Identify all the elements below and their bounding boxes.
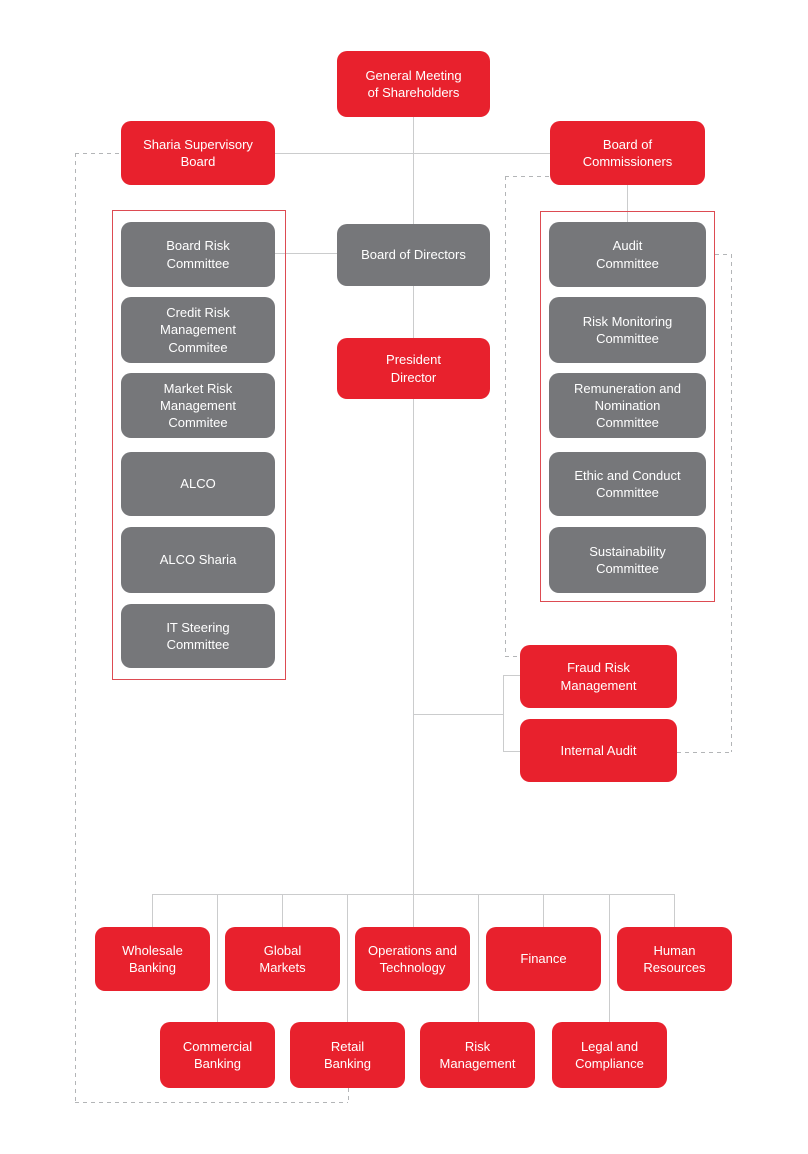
node-it-steering-committee: IT Steering Committee bbox=[121, 604, 275, 668]
node-board-of-directors: Board of Directors bbox=[337, 224, 490, 286]
node-board-risk-committee: Board Risk Committee bbox=[121, 222, 275, 287]
dashed-commissioners-vertical bbox=[505, 176, 506, 656]
connector-top-cross bbox=[275, 153, 550, 154]
node-global-markets: Global Markets bbox=[225, 927, 340, 991]
node-risk-management: Risk Management bbox=[420, 1022, 535, 1088]
connector-internal-audit-stub bbox=[503, 751, 520, 752]
dashed-bottom-horizontal bbox=[75, 1102, 348, 1103]
node-general-meeting-of-shareholders: General Meeting of Shareholders bbox=[337, 51, 490, 117]
node-ethic-conduct-committee: Ethic and Conduct Committee bbox=[549, 452, 706, 516]
connector-drop-global bbox=[282, 894, 283, 927]
node-president-director: President Director bbox=[337, 338, 490, 399]
node-wholesale-banking: Wholesale Banking bbox=[95, 927, 210, 991]
dashed-sharia-stub bbox=[75, 153, 121, 154]
director-committees-group bbox=[112, 210, 286, 680]
connector-drop-retail bbox=[347, 894, 348, 1022]
node-credit-risk-management-committee: Credit Risk Management Commitee bbox=[121, 297, 275, 363]
connector-trunk-to-fraud-bracket bbox=[413, 714, 503, 715]
node-alco-sharia: ALCO Sharia bbox=[121, 527, 275, 593]
node-audit-committee: Audit Committee bbox=[549, 222, 706, 287]
connector-commissioners-to-audit bbox=[627, 185, 628, 222]
connector-drop-legal bbox=[609, 894, 610, 1022]
node-human-resources: Human Resources bbox=[617, 927, 732, 991]
dashed-internal-audit-stub bbox=[677, 752, 731, 753]
dashed-fraud-stub bbox=[505, 656, 520, 657]
connector-center-trunk bbox=[413, 117, 414, 927]
connector-drop-finance bbox=[543, 894, 544, 927]
dashed-left-vertical bbox=[75, 153, 76, 1102]
commissioner-committees-group bbox=[540, 211, 715, 602]
node-sustainability-committee: Sustainability Committee bbox=[549, 527, 706, 593]
dashed-retail-stub bbox=[348, 1088, 349, 1102]
node-board-of-commissioners: Board of Commissioners bbox=[550, 121, 705, 185]
connector-drop-wholesale bbox=[152, 894, 153, 927]
connector-drop-commercial bbox=[217, 894, 218, 1022]
node-alco: ALCO bbox=[121, 452, 275, 516]
node-market-risk-management-committee: Market Risk Management Commitee bbox=[121, 373, 275, 438]
connector-fraud-bracket-vertical bbox=[503, 675, 504, 751]
connector-drop-hr bbox=[674, 894, 675, 927]
node-retail-banking: Retail Banking bbox=[290, 1022, 405, 1088]
node-operations-technology: Operations and Technology bbox=[355, 927, 470, 991]
dashed-audit-stub bbox=[715, 254, 731, 255]
connector-drop-riskmgmt bbox=[478, 894, 479, 1022]
connector-boardrisk-to-directors bbox=[275, 253, 337, 254]
node-internal-audit: Internal Audit bbox=[520, 719, 677, 782]
dashed-commissioners-stub bbox=[505, 176, 550, 177]
node-legal-compliance: Legal and Compliance bbox=[552, 1022, 667, 1088]
node-commercial-banking: Commercial Banking bbox=[160, 1022, 275, 1088]
node-finance: Finance bbox=[486, 927, 601, 991]
node-remuneration-nomination-committee: Remuneration and Nomination Committee bbox=[549, 373, 706, 438]
node-fraud-risk-management: Fraud Risk Management bbox=[520, 645, 677, 708]
dashed-right-vertical bbox=[731, 254, 732, 752]
connector-divisions-bar bbox=[152, 894, 675, 895]
connector-fraud-stub bbox=[503, 675, 520, 676]
node-sharia-supervisory-board: Sharia Supervisory Board bbox=[121, 121, 275, 185]
node-risk-monitoring-committee: Risk Monitoring Committee bbox=[549, 297, 706, 363]
